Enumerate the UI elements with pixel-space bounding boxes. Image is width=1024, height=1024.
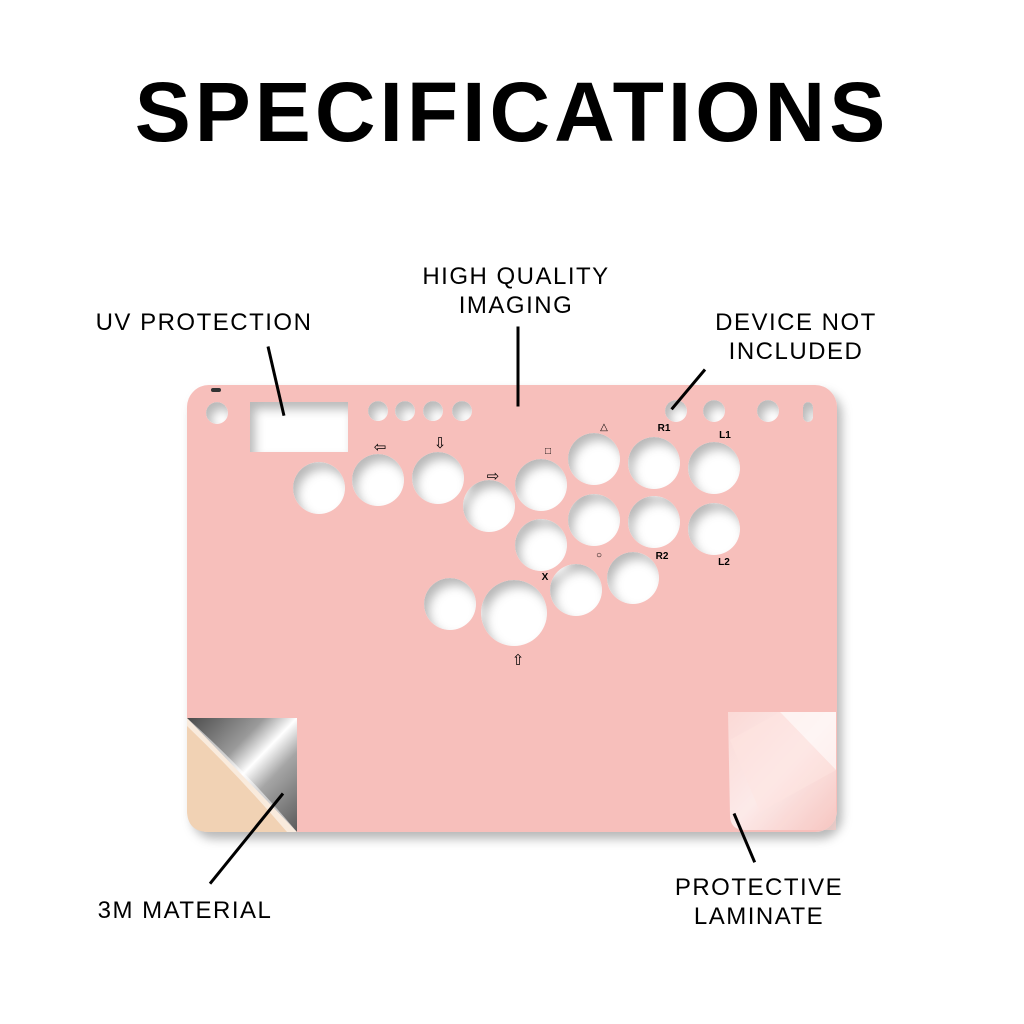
high-quality-imaging-line-1: HIGH QUALITY (422, 263, 610, 290)
protective-laminate-line-2: LAMINATE (693, 903, 825, 930)
high-quality-imaging-label: HIGH QUALITY IMAGING (410, 262, 622, 320)
protective-laminate-peel (728, 712, 836, 830)
l2-label: L2 (718, 557, 730, 568)
down-arrow-label: ⇩ (434, 434, 447, 452)
protective-laminate-label: PROTECTIVE LAMINATE (668, 873, 850, 931)
up-arrow-label: ⇧ (512, 651, 525, 669)
3m-material-peel (187, 718, 297, 832)
high-quality-imaging-line-2: IMAGING (458, 292, 574, 319)
device-not-included-line-1: DEVICE NOT (715, 309, 877, 336)
square-label: □ (545, 446, 551, 457)
l1-label: L1 (719, 430, 731, 441)
uv-protection-label: UV PROTECTION (95, 309, 313, 336)
imaging-leader-line (516, 326, 520, 407)
left-arrow-label: ⇦ (374, 438, 387, 456)
r1-label: R1 (658, 423, 671, 434)
device-not-included-label: DEVICE NOT INCLUDED (705, 308, 887, 366)
circle-label: ○ (596, 550, 602, 561)
device-not-included-line-2: INCLUDED (728, 338, 864, 365)
3m-material-label: 3M MATERIAL (97, 897, 273, 924)
protective-laminate-line-1: PROTECTIVE (674, 874, 844, 901)
right-arrow-label: ⇨ (487, 467, 500, 485)
cross-label: X (542, 572, 549, 583)
page-title: SPECIFICATIONS (134, 65, 890, 159)
mount-slot (211, 388, 221, 392)
r2-label: R2 (656, 551, 669, 562)
plate-body (187, 385, 837, 832)
triangle-label: △ (600, 422, 608, 433)
